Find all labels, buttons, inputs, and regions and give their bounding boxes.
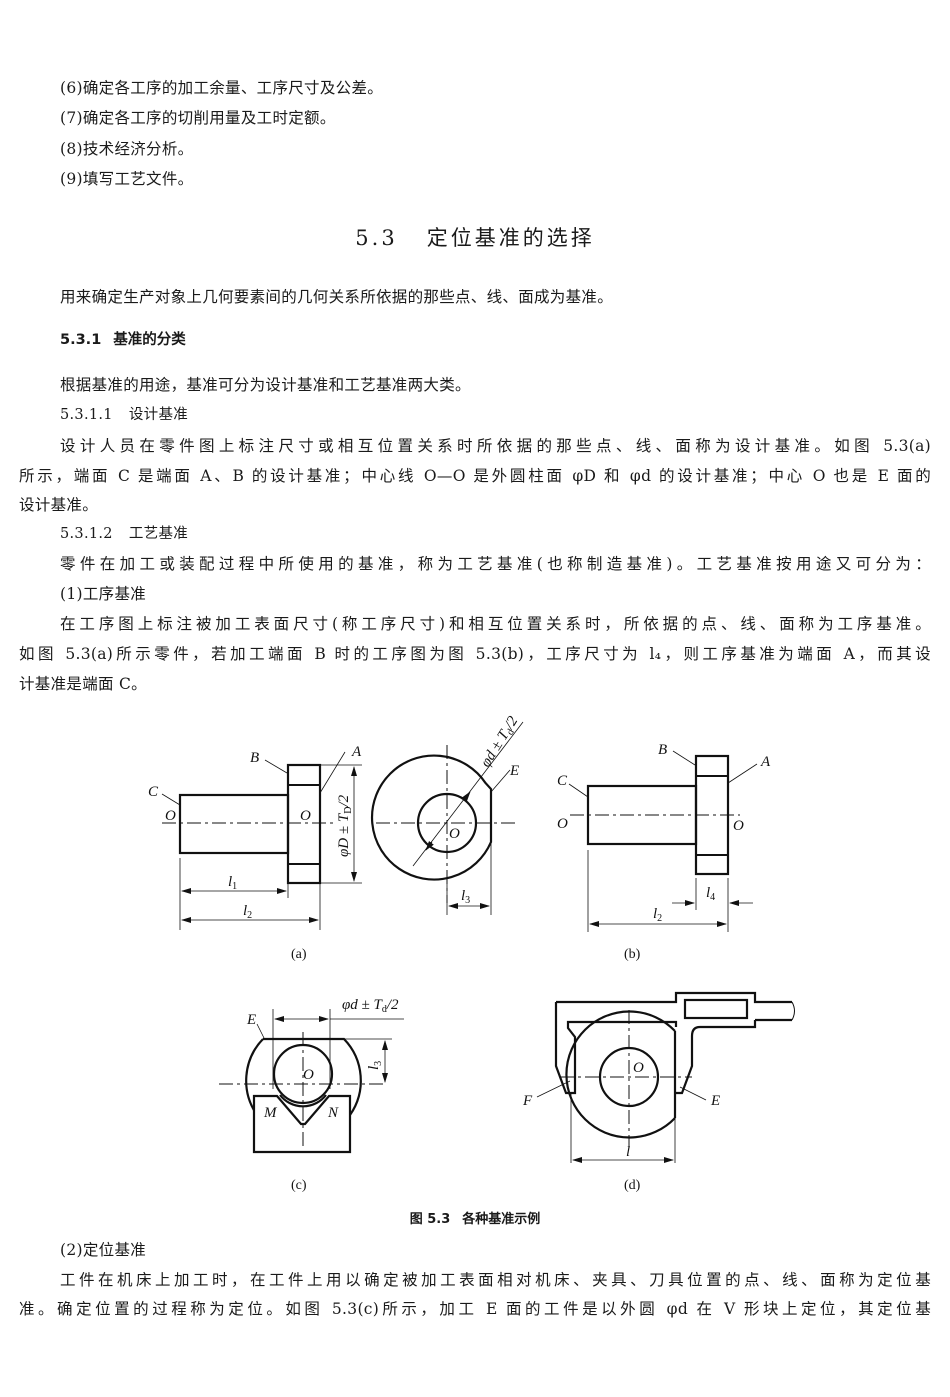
- subsection-number: 5.3.1: [60, 332, 102, 348]
- diagram-d: [536, 991, 795, 1163]
- svg-text:l3: l3: [366, 1061, 384, 1070]
- diagram-a: [161, 751, 362, 930]
- design-datum-number: 5.3.1.1: [60, 407, 113, 423]
- svg-text:E: E: [710, 1093, 720, 1109]
- svg-text:l3: l3: [461, 888, 470, 906]
- figure-5-3: C B A O O l1 l2 φD ± TD/2 (a) φd ± Td/2 …: [0, 700, 950, 1210]
- svg-text:O: O: [557, 816, 568, 832]
- svg-text:(a): (a): [291, 947, 307, 962]
- svg-text:B: B: [658, 742, 667, 758]
- figure-number: 图 5.3: [409, 1212, 451, 1227]
- figure-caption: 图 5.3 各种基准示例: [0, 1211, 950, 1229]
- subsection-title-text: 基准的分类: [113, 332, 186, 348]
- svg-text:N: N: [327, 1105, 339, 1121]
- svg-text:l2: l2: [653, 906, 662, 924]
- svg-text:A: A: [351, 744, 362, 760]
- diagram-b: [568, 750, 758, 932]
- svg-text:C: C: [148, 784, 159, 800]
- svg-text:(b): (b): [624, 947, 641, 962]
- paragraph-line: 设计人员在零件图上标注尺寸或相互位置关系时所依据的那些点、线、面称为设计基准。如…: [60, 437, 931, 455]
- diagram-a-end-view-labels: φd ± Td/2 E O l3: [449, 713, 523, 906]
- svg-text:l1: l1: [228, 874, 237, 892]
- paragraph-line: 设计基准。: [19, 496, 99, 514]
- svg-text:φd ± Td/2: φd ± Td/2: [342, 997, 399, 1015]
- paragraph-line: 所示，端面 C 是端面 A、B 的设计基准；中心线 O—O 是外圆柱面 φD 和…: [19, 467, 931, 485]
- svg-text:(d): (d): [624, 1178, 641, 1193]
- svg-text:φD ± TD/2: φD ± TD/2: [336, 794, 354, 857]
- list-item: (7)确定各工序的切削用量及工时定额。: [60, 109, 336, 127]
- svg-text:F: F: [522, 1093, 533, 1109]
- list-item: (8)技术经济分析。: [60, 140, 194, 158]
- svg-text:O: O: [733, 818, 744, 834]
- paragraph-line: 计基准是端面 C。: [19, 675, 147, 693]
- svg-text:l2: l2: [243, 903, 252, 921]
- paragraph-line: 零件在加工或装配过程中所使用的基准，称为工艺基准(也称制造基准)。工艺基准按用途…: [60, 555, 931, 573]
- svg-text:(c): (c): [291, 1178, 307, 1193]
- svg-text:C: C: [557, 773, 568, 789]
- locating-datum-heading: (2)定位基准: [60, 1241, 147, 1259]
- svg-text:E: E: [246, 1012, 256, 1028]
- figure-title: 各种基准示例: [462, 1212, 541, 1227]
- paragraph-line: 在工序图上标注被加工表面尺寸(称工序尺寸)和相互位置关系时，所依据的点、线、面称…: [60, 615, 931, 633]
- list-item: (9)填写工艺文件。: [60, 170, 194, 188]
- paragraph-line: 工件在机床上加工时，在工件上用以确定被加工表面相对机床、夹具、刀具位置的点、线、…: [60, 1271, 931, 1289]
- svg-text:A: A: [760, 754, 771, 770]
- design-datum-title: 设计基准: [128, 407, 189, 423]
- svg-text:l4: l4: [706, 885, 715, 903]
- datum-diagrams: C B A O O l1 l2 φD ± TD/2 (a) φd ± Td/2 …: [148, 713, 795, 1193]
- diagram-a-end-view: [370, 721, 524, 915]
- svg-text:O: O: [300, 808, 311, 824]
- subsection-title: 5.3.1 基准的分类: [60, 330, 186, 350]
- svg-text:M: M: [263, 1105, 278, 1121]
- svg-text:B: B: [250, 750, 259, 766]
- diagram-c: [219, 1009, 404, 1154]
- svg-text:O: O: [303, 1067, 314, 1083]
- svg-text:O: O: [633, 1060, 644, 1076]
- process-datum-heading: 5.3.1.2 工艺基准: [60, 524, 188, 544]
- diagram-d-labels: F E O l (d): [522, 1060, 720, 1193]
- classification-paragraph: 根据基准的用途，基准可分为设计基准和工艺基准两大类。: [60, 376, 471, 394]
- diagram-b-labels: C B A O O l4 l2 (b): [557, 742, 771, 962]
- process-datum-title: 工艺基准: [128, 526, 189, 542]
- svg-text:O: O: [449, 826, 460, 842]
- svg-text:E: E: [509, 763, 519, 779]
- section-title: 5.3 定位基准的选择: [0, 224, 950, 252]
- operation-datum-heading: (1)工序基准: [60, 585, 147, 603]
- paragraph-line: 准。确定位置的过程称为定位。如图 5.3(c)所示，加工 E 面的工件是以外圆 …: [19, 1300, 931, 1318]
- intro-paragraph: 用来确定生产对象上几何要素间的几何关系所依据的那些点、线、面成为基准。: [60, 288, 614, 306]
- design-datum-heading: 5.3.1.1 设计基准: [60, 405, 188, 425]
- diagram-c-labels: φd ± Td/2 E O M N l3 (c): [246, 997, 399, 1193]
- diagram-a-labels: C B A O O l1 l2 φD ± TD/2 (a): [148, 744, 362, 962]
- paragraph-line: 如图 5.3(a)所示零件，若加工端面 B 时的工序图为图 5.3(b)，工序尺…: [19, 645, 931, 663]
- section-title-text: 定位基准的选择: [426, 226, 595, 250]
- list-item: (6)确定各工序的加工余量、工序尺寸及公差。: [60, 79, 384, 97]
- svg-text:l: l: [626, 1144, 630, 1160]
- process-datum-number: 5.3.1.2: [60, 526, 113, 542]
- svg-text:O: O: [165, 808, 176, 824]
- section-number: 5.3: [355, 226, 398, 250]
